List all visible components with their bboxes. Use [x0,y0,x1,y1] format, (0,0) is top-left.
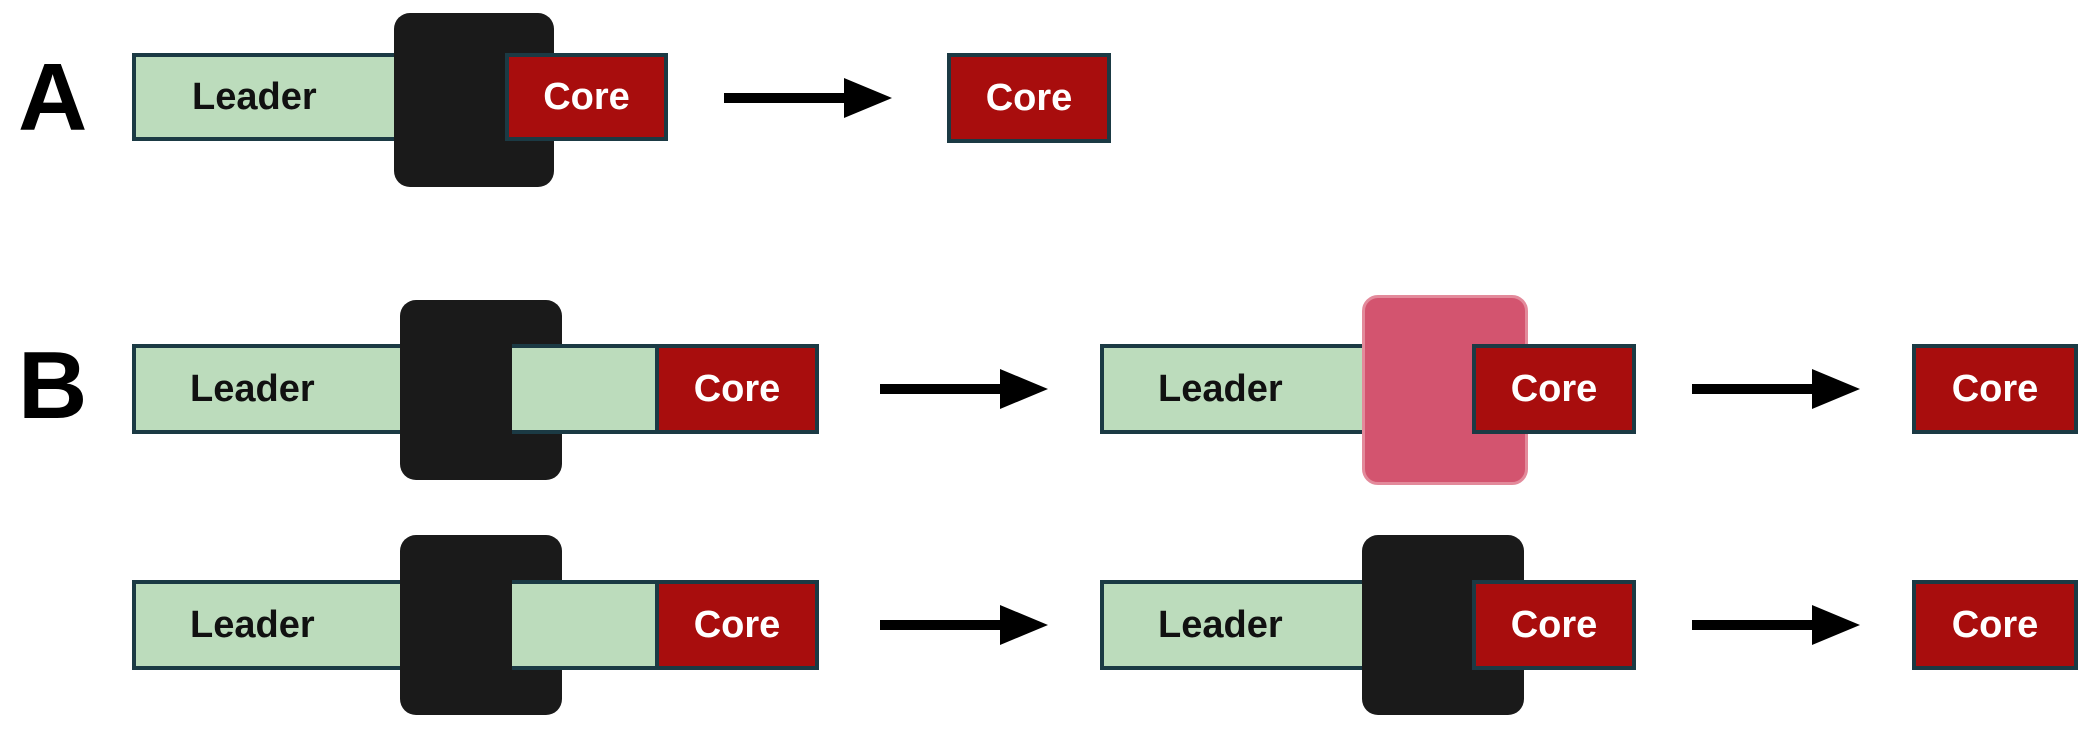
a-released-core-label: Core [985,76,1073,119]
b1-arrow-2 [1692,369,1860,409]
a-core-label: Core [543,75,630,118]
b2-intermediate-leader-label: Leader [1158,603,1283,646]
b2-leader-tail [512,580,660,670]
b1-released-core: Core [1912,344,2078,434]
a-arrow [724,78,892,118]
b1-intermediate-core-label: Core [1510,367,1598,410]
b2-released-core-label: Core [1951,603,2039,646]
a-leader-label: Leader [192,75,317,118]
b2-leader-segment: Leader [132,580,417,670]
b1-leader-tail [512,344,660,434]
b2-intermediate-core-label: Core [1510,603,1598,646]
a-leader-segment: Leader [132,53,412,141]
b1-leader-segment: Leader [132,344,417,434]
a-released-core: Core [947,53,1111,143]
b2-core-segment: Core [655,580,819,670]
b1-released-core-label: Core [1951,367,2039,410]
b2-leader-label: Leader [190,603,315,646]
b2-core-label: Core [693,603,781,646]
b2-released-core: Core [1912,580,2078,670]
b2-intermediate-leader: Leader [1100,580,1370,670]
b1-core-label: Core [693,367,781,410]
panel-label-a: A [18,44,88,151]
b1-core-segment: Core [655,344,819,434]
a-core-segment: Core [505,53,668,141]
panel-label-b: B [18,332,88,439]
b1-leader-label: Leader [190,367,315,410]
b1-intermediate-core: Core [1472,344,1636,434]
b1-intermediate-leader-label: Leader [1158,367,1283,410]
b1-arrow-1 [880,369,1048,409]
b2-arrow-2 [1692,605,1860,645]
b1-intermediate-leader: Leader [1100,344,1370,434]
b2-arrow-1 [880,605,1048,645]
b2-intermediate-core: Core [1472,580,1636,670]
